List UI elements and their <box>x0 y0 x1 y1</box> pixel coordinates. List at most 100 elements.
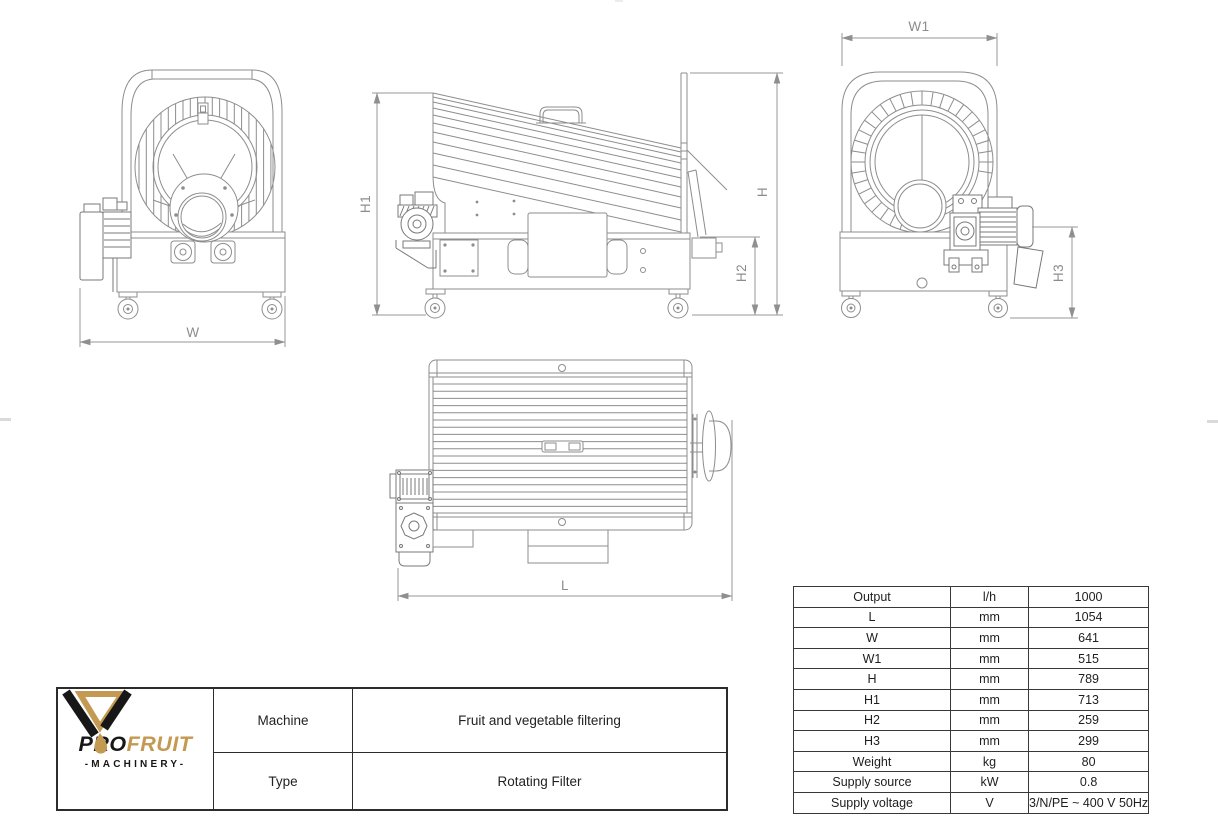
drum-rollers <box>170 240 236 264</box>
drawing-shape <box>709 420 732 472</box>
drawing-shape <box>993 303 1003 313</box>
drawing-shape <box>960 226 970 236</box>
drawing-shape <box>174 213 178 217</box>
spec-value: 0.8 <box>1027 771 1150 793</box>
drawing-shape <box>184 228 220 237</box>
fold-mark-left <box>0 418 11 421</box>
spec-unit: kg <box>950 750 1029 773</box>
spec-value: 1054 <box>1027 606 1150 629</box>
drawing-shape <box>979 211 1016 243</box>
drawing-shape <box>399 473 430 500</box>
drawing-shape <box>414 191 434 206</box>
machine-label: Machine <box>214 689 353 753</box>
drawing-line <box>972 129 986 137</box>
front-frame <box>121 69 283 232</box>
drawing-shape <box>974 264 980 270</box>
type-value: Rotating Filter <box>497 773 582 789</box>
drawing-shape <box>182 222 222 233</box>
drawing-line <box>947 98 955 112</box>
drawing-shape <box>443 269 447 273</box>
drawing-shape <box>123 304 133 314</box>
dimension-label-h1: H1 <box>358 195 373 213</box>
spec-value: 515 <box>1027 647 1150 670</box>
drawing-line <box>429 205 435 217</box>
drawing-line <box>961 111 973 123</box>
spec-value: 299 <box>1027 730 1150 752</box>
drawing-line <box>432 101 682 158</box>
drawing-shape <box>426 506 430 510</box>
drawing-line <box>432 92 682 149</box>
drawing-shape <box>471 269 475 273</box>
drawing-line <box>851 170 866 174</box>
dimension-h2: H2 <box>700 236 760 316</box>
spec-name: H2 <box>793 709 951 732</box>
drawing-shape <box>428 497 432 501</box>
drawing-shape <box>958 198 964 204</box>
drawing-line <box>879 104 889 117</box>
drawing-shape <box>121 69 283 232</box>
drawing-shape <box>971 198 977 204</box>
spec-name: Weight <box>793 750 951 773</box>
drawing-shape <box>955 221 975 241</box>
drawing-line <box>432 96 682 153</box>
drawing-shape <box>512 212 516 216</box>
drawing-shape <box>987 196 1013 209</box>
drawing-shape <box>262 291 282 298</box>
drawing-shape <box>693 470 697 474</box>
drawing-shape <box>214 243 232 261</box>
drawing-line <box>858 129 872 137</box>
drawing-line <box>854 139 868 145</box>
drawing-shape <box>397 471 401 475</box>
spec-name: Supply voltage <box>793 791 951 814</box>
rear-motor <box>943 194 1044 289</box>
drawing-shape <box>402 478 428 495</box>
drawing-shape <box>270 307 274 311</box>
dimension-label-h: H <box>755 187 770 197</box>
spec-value: 713 <box>1027 688 1150 711</box>
drawing-line <box>432 176 682 233</box>
drawing-shape <box>542 109 580 123</box>
side-chute <box>527 212 608 278</box>
dimension-label-h2: H2 <box>734 264 749 282</box>
drawing-shape <box>181 186 185 190</box>
drawing-shape <box>507 239 529 275</box>
drawing-line <box>432 141 682 198</box>
drawing-shape <box>676 306 680 310</box>
drawing-line <box>879 207 889 220</box>
drawing-shape <box>407 214 427 234</box>
logo: PROFRUIT -MACHINERY- <box>58 689 214 809</box>
drawing-shape <box>400 512 428 540</box>
spec-name: L <box>793 606 951 629</box>
dimension-h1: H1 <box>358 92 433 316</box>
drawing-shape <box>640 267 646 273</box>
spec-unit: mm <box>950 709 1029 732</box>
drawing-shape <box>126 307 130 311</box>
drum-outlet-hole <box>177 192 227 242</box>
drawing-shape <box>702 410 716 482</box>
drawing-line <box>871 111 883 123</box>
drawing-shape <box>118 291 138 298</box>
top-bracket <box>527 529 609 547</box>
drawing-shape <box>1016 205 1034 248</box>
drawing-shape <box>951 264 957 270</box>
spec-name: H3 <box>793 730 951 752</box>
drawing-line <box>939 94 945 108</box>
brand-wordmark: PROFRUIT <box>79 734 193 756</box>
dimension-label-w: W <box>186 325 199 340</box>
brand-fruit: FRUIT <box>126 732 193 757</box>
front-casters <box>117 291 283 320</box>
drawing-shape <box>953 216 977 247</box>
drawing-line <box>955 104 965 117</box>
drawing-shape <box>846 303 856 313</box>
drawing-shape <box>568 442 581 451</box>
drawing-shape <box>541 440 584 453</box>
drawing-shape <box>94 733 108 754</box>
drawing-shape <box>408 520 420 532</box>
